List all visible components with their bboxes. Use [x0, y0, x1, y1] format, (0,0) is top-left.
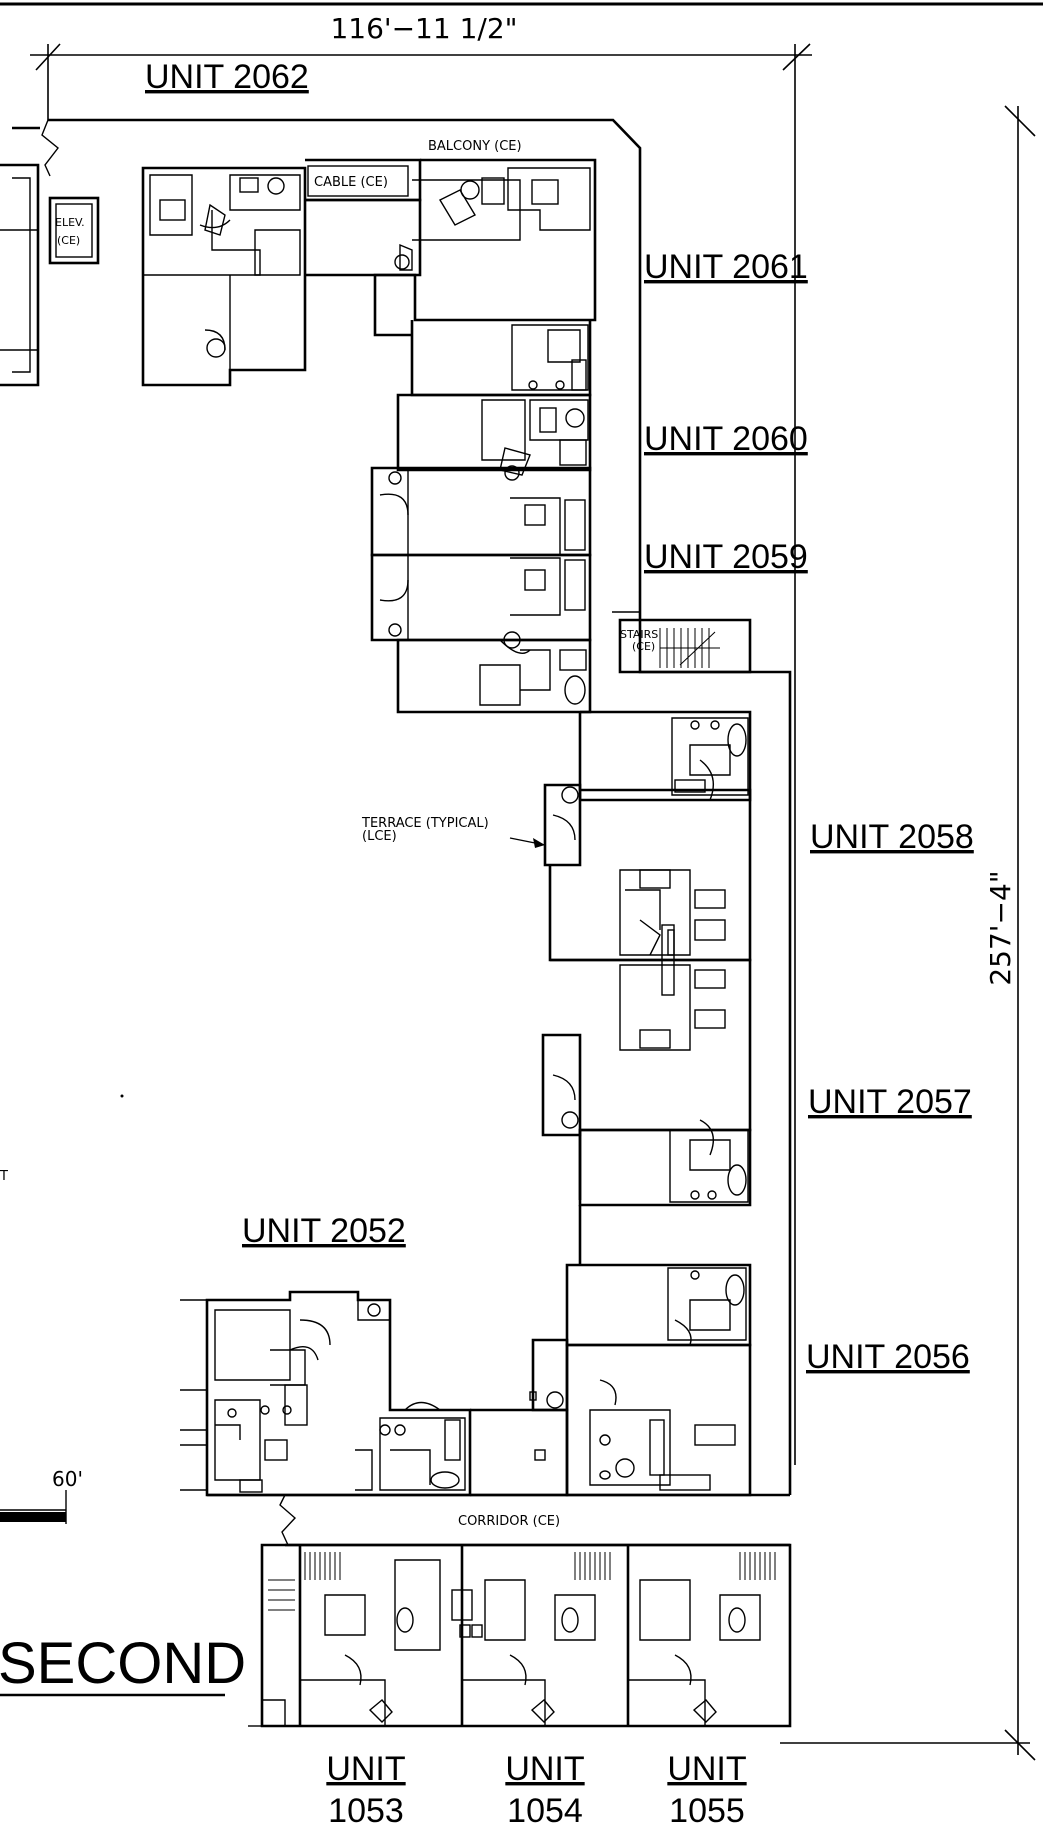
- corridor-label: CORRIDOR (CE): [458, 1514, 560, 1529]
- unit-2057-label: UNIT 2057: [808, 1083, 972, 1121]
- unit-1054-label-num: 1054: [507, 1792, 583, 1829]
- unit-2052-plan: [180, 1290, 569, 1497]
- unit-2058-plan: [543, 710, 752, 962]
- unit-1055-label-num: 1055: [669, 1792, 745, 1829]
- unit-1053-label-top: UNIT: [326, 1750, 405, 1788]
- right-dimension-label: 257'−4": [984, 870, 1017, 985]
- balcony-label: BALCONY (CE): [428, 139, 522, 154]
- north-wing-outline: [0, 118, 642, 612]
- east-wall-north: [638, 612, 792, 1495]
- unit-2059-label: UNIT 2059: [644, 538, 808, 576]
- south-units-plan: [248, 1543, 792, 1728]
- unit-2062-label: UNIT 2062: [145, 58, 309, 96]
- unit-2059-plan: [370, 466, 592, 654]
- terrace-pointer: [509, 837, 546, 848]
- elevator-label-line1: ELEV.: [55, 216, 85, 229]
- unit-1055-label-top: UNIT: [667, 1750, 746, 1788]
- unit-2062-plan: [141, 158, 422, 387]
- elevator: [48, 196, 100, 265]
- terrace-label-line2: (LCE): [362, 829, 397, 844]
- unit-2058-label: UNIT 2058: [810, 818, 974, 856]
- unit-2052-label: UNIT 2052: [242, 1212, 406, 1250]
- elevator-label-line2: (CE): [57, 234, 80, 247]
- terrace-label-line1: TERRACE (TYPICAL): [361, 816, 489, 831]
- unit-1053-label-num: 1053: [328, 1792, 404, 1829]
- unit-2059-lower-plan: [396, 631, 592, 714]
- unit-2056-label: UNIT 2056: [806, 1338, 970, 1376]
- edge-letter: T: [0, 1169, 8, 1184]
- unit-2060-label: UNIT 2060: [644, 420, 808, 458]
- top-dimension: 116'−11 1/2": [30, 12, 812, 1465]
- unit-2056-plan: [529, 1263, 752, 1497]
- stray-dot: [120, 1094, 124, 1098]
- stairs-label-line1: STAIRS: [620, 628, 658, 641]
- cable-label: CABLE (CE): [314, 175, 388, 190]
- unit-2057-plan: [541, 958, 752, 1265]
- right-dimension: 257'−4": [780, 105, 1036, 1761]
- scale-bar: [0, 1490, 67, 1524]
- scale-label: 60': [52, 1467, 83, 1491]
- top-dimension-label: 116'−11 1/2": [330, 12, 517, 45]
- stairs-label-line2: (CE): [632, 640, 655, 653]
- unit-1054-label-top: UNIT: [505, 1750, 584, 1788]
- unit-2061-label: UNIT 2061: [644, 248, 808, 286]
- drawing-title: SECOND: [0, 1631, 246, 1696]
